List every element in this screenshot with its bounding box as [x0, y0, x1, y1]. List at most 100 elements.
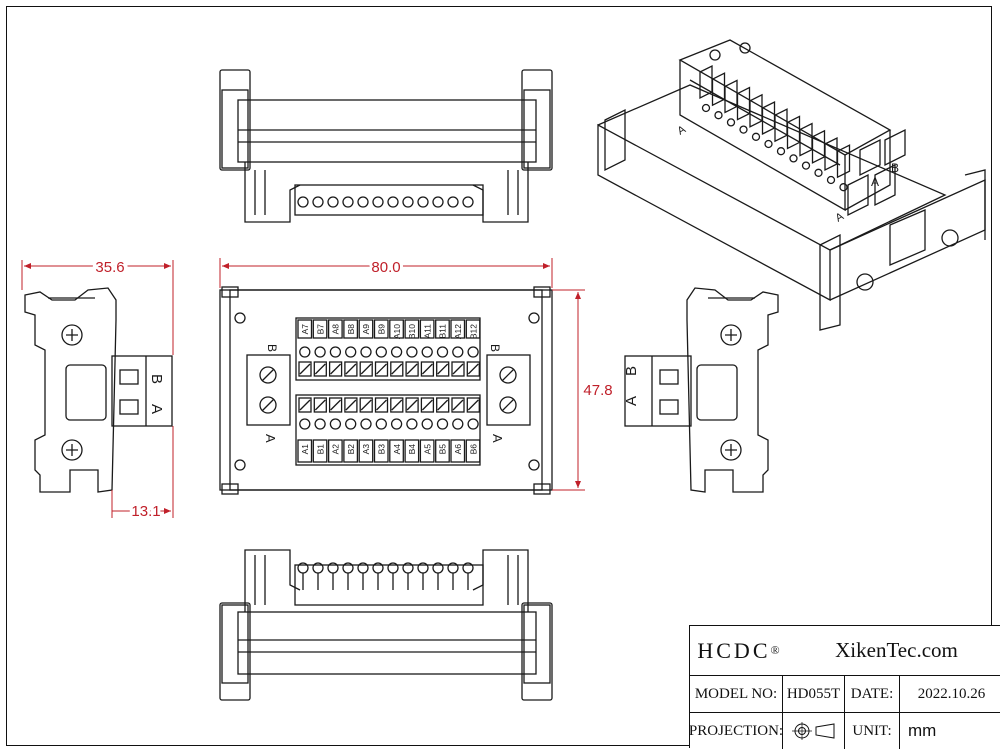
terminal-screw-bottom	[345, 418, 357, 430]
terminal-label-bottom: A1	[300, 444, 310, 455]
terminal-screw-bottom	[406, 418, 418, 430]
iso-terminal-screw	[839, 183, 848, 192]
left-side-label-a: A	[148, 404, 165, 414]
iso-terminal-ridge	[786, 115, 801, 150]
terminal-slot-bottom	[298, 397, 312, 413]
terminal-slot-mark-top	[345, 363, 357, 375]
terminal-screw-top	[314, 346, 326, 358]
terminal-slot-mark-bottom	[452, 399, 464, 411]
terminal-label-top: A10	[392, 324, 402, 339]
terminal-label-cell-top	[312, 319, 328, 339]
terminal-screw-bottom	[421, 418, 433, 430]
terminal-label-bottom: A2	[331, 444, 341, 455]
date-value: 2022.10.26	[917, 685, 986, 702]
terminal-slot-mark-bottom	[314, 399, 326, 411]
terminal-slot-bottom	[451, 397, 465, 413]
bottom-elevation-view	[219, 549, 553, 701]
right-side-label-a: A	[623, 396, 640, 406]
terminal-label-top: B12	[468, 324, 478, 339]
terminal-label-top: B10	[407, 324, 417, 339]
pin-top	[372, 196, 384, 208]
pin-top	[342, 196, 354, 208]
iso-terminal-screw	[751, 132, 761, 141]
terminal-slot-bottom	[344, 397, 358, 413]
terminal-screw-top	[360, 346, 372, 358]
title-block: HCDC® XikenTec.com MODEL NO: HD055T DATE…	[689, 625, 1000, 749]
pin-top	[417, 196, 429, 208]
iso-terminal-screw	[714, 111, 723, 120]
plan-label-a-left: A	[263, 434, 278, 443]
unit-value: mm	[908, 721, 937, 740]
terminal-screw-bottom	[360, 418, 372, 430]
plan-view	[219, 286, 553, 495]
terminal-label-bottom: A5	[422, 444, 432, 455]
terminal-screw-bottom	[452, 418, 464, 430]
terminal-screw-top	[375, 346, 387, 358]
terminal-label-bottom: B2	[346, 444, 356, 455]
terminal-label-cell-top	[465, 319, 481, 339]
pin-top	[402, 196, 414, 208]
terminal-label-cell-top	[327, 319, 343, 339]
terminal-slot-top	[436, 361, 450, 377]
terminal-slot-bottom	[313, 397, 327, 413]
plan-label-b-left: B	[265, 344, 279, 352]
terminal-slot-top	[374, 361, 389, 377]
terminal-screw-bottom	[299, 418, 311, 430]
iso-terminal-screw	[764, 139, 773, 149]
terminal-slot-top	[420, 361, 435, 377]
terminal-screw-top	[436, 346, 449, 358]
terminal-slot-mark-top	[467, 363, 479, 375]
iso-terminal-ridge	[824, 136, 838, 172]
brand-cell: HCDC®	[690, 626, 790, 675]
terminal-label-cell-bottom	[343, 439, 359, 463]
terminal-slot-bottom	[420, 397, 435, 413]
terminal-slot-mark-bottom	[391, 399, 403, 411]
dimension-side-width: 35.6	[95, 259, 124, 276]
terminal-label-cell-bottom	[297, 439, 313, 463]
terminal-screw-bottom	[329, 418, 342, 430]
terminal-label-bottom: A3	[361, 444, 371, 455]
terminal-label-cell-top	[435, 319, 450, 339]
title-block-model-row: MODEL NO: HD055T DATE: 2022.10.26	[690, 676, 1000, 713]
iso-terminal-ridge	[774, 108, 788, 143]
terminal-label-cell-top	[389, 319, 404, 339]
pin-top	[462, 196, 474, 208]
pin-top	[432, 196, 444, 208]
left-side-view	[24, 287, 173, 493]
terminal-slot-top	[313, 361, 327, 377]
terminal-label-bottom: B1	[315, 444, 325, 455]
terminal-slot-top	[328, 361, 343, 377]
terminal-label-top: A7	[300, 324, 310, 335]
terminal-label-bottom: A6	[453, 444, 463, 455]
iso-label-b: B	[891, 161, 899, 175]
iso-terminal-screw	[814, 168, 823, 177]
terminal-slot-bottom	[466, 397, 480, 413]
terminal-slot-mark-top	[299, 363, 311, 375]
iso-label-a1: A	[676, 123, 689, 137]
terminal-label-cell-top	[373, 319, 389, 339]
terminal-slot-top	[344, 361, 358, 377]
first-angle-projection-icon	[791, 722, 834, 740]
terminal-label-cell-top	[404, 319, 420, 339]
terminal-label-bottom: A4	[392, 444, 402, 455]
iso-terminal-screw	[789, 154, 798, 163]
terminal-screw-top	[421, 346, 433, 358]
plan-label-b-right: B	[488, 344, 502, 352]
terminal-slot-bottom	[405, 397, 419, 413]
terminal-label-cell-bottom	[450, 439, 466, 463]
terminal-label-top: B11	[438, 324, 448, 339]
terminal-label-cell-top	[450, 319, 466, 339]
terminal-slot-top	[298, 361, 312, 377]
pin-top	[387, 196, 399, 208]
top-elevation-view	[219, 69, 553, 223]
terminal-label-top: B9	[377, 324, 387, 335]
iso-terminal-screw	[826, 175, 836, 185]
model-label: MODEL NO:	[690, 676, 783, 712]
terminal-label-cell-bottom	[389, 439, 404, 463]
registered-mark: ®	[770, 643, 783, 657]
terminal-label-cell-bottom	[358, 439, 374, 463]
terminal-slot-bottom	[436, 397, 450, 413]
